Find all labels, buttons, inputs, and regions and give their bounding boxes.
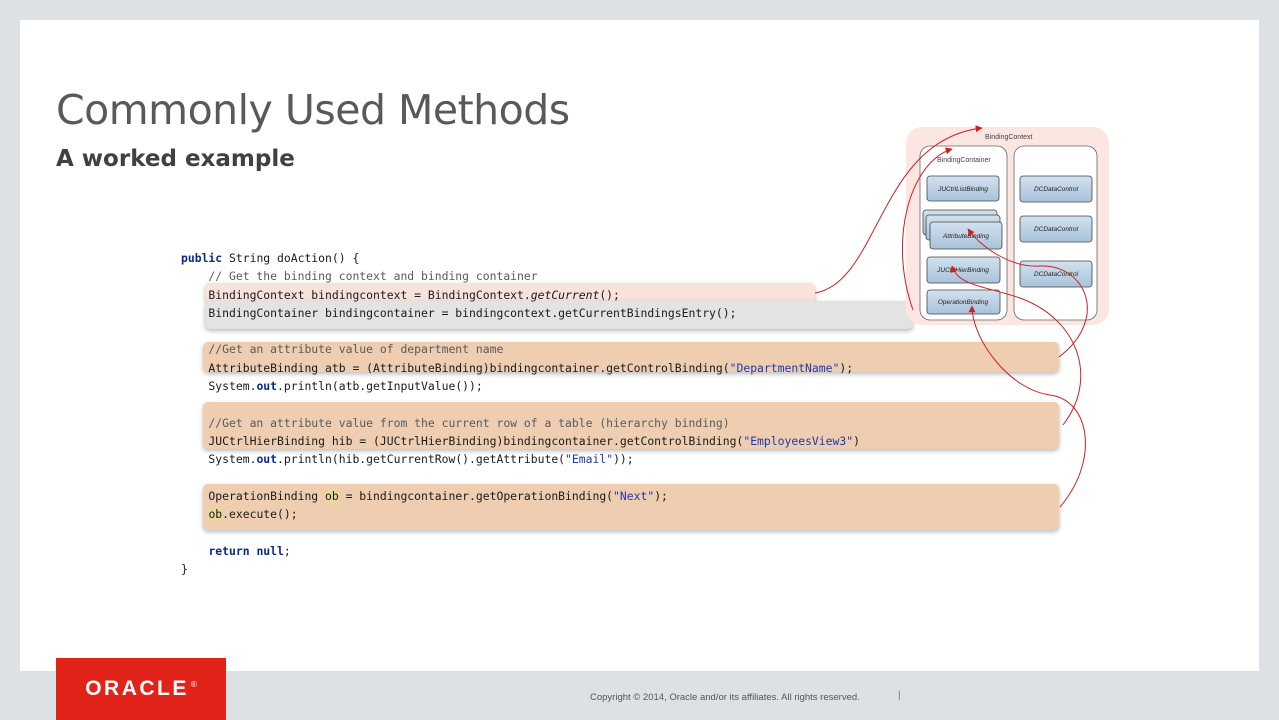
data-control-label-1: DCDataControl xyxy=(1034,186,1079,193)
arrow-to-operation-binding xyxy=(968,305,1086,508)
data-control-box-1 xyxy=(1019,175,1093,203)
highlight-operation-binding-block xyxy=(203,484,1059,530)
code-line-14-var: ob xyxy=(325,488,339,503)
code-line-3a: BindingContext bindingcontext = BindingC… xyxy=(181,287,531,302)
code-line-12a: System. xyxy=(181,452,257,467)
code-listing: public String doAction() { // Get the bi… xyxy=(181,249,860,578)
list-binding-label: JUCtrlListBinding xyxy=(937,186,988,193)
code-line-3b: (); xyxy=(599,287,620,302)
highlight-binding-container-line xyxy=(205,301,913,329)
code-null-keyword: null xyxy=(256,543,284,558)
copyright-text: Copyright © 2014, Oracle and/or its affi… xyxy=(590,692,860,703)
highlight-hier-binding-block xyxy=(203,402,1059,449)
footer-separator: | xyxy=(898,690,901,701)
arrow-to-binding-context xyxy=(814,125,983,294)
code-line-7b: ); xyxy=(839,360,854,375)
code-line-11-string: "EmployeesView3" xyxy=(743,433,854,448)
binding-context-label: BindingContext xyxy=(985,134,1033,141)
list-binding-box xyxy=(926,175,1000,202)
code-return-keyword: return xyxy=(208,543,250,558)
hier-binding-label: JUCtrlHierBinding xyxy=(936,267,989,274)
code-line-12d: )); xyxy=(613,452,634,467)
code-line-14-string: "Next" xyxy=(613,488,655,503)
arrow-to-binding-container xyxy=(902,147,953,311)
data-control-box-3 xyxy=(1019,260,1093,288)
arrow-to-attribute-binding xyxy=(967,228,1088,358)
code-line-17b: ; xyxy=(283,543,291,558)
operation-binding-label: OperationBinding xyxy=(938,299,989,306)
code-line-12-field: out xyxy=(256,452,278,467)
attribute-binding-box xyxy=(929,221,1003,250)
code-line-8-field: out xyxy=(256,379,278,394)
code-line-11b: ) xyxy=(853,433,860,448)
code-line-18: } xyxy=(181,562,188,577)
reference-arrows xyxy=(814,125,1088,508)
code-line-4: BindingContainer bindingcontainer = bind… xyxy=(181,305,737,320)
oracle-logo: ORACLE® xyxy=(56,658,226,720)
code-line-8a: System. xyxy=(181,379,257,394)
slide-title: Commonly Used Methods xyxy=(56,86,570,134)
code-keyword: public xyxy=(181,251,223,265)
code-line-11a: JUCtrlHierBinding hib = (JUCtrlHierBindi… xyxy=(181,433,744,448)
slide-subtitle: A worked example xyxy=(56,146,295,172)
highlight-binding-context-line xyxy=(205,283,815,303)
binding-container-label: BindingContainer xyxy=(937,157,991,164)
code-comment-line-6: //Get an attribute value of department n… xyxy=(181,342,504,357)
operation-binding-box xyxy=(926,289,1001,315)
arrow-to-hier-binding xyxy=(950,265,1082,426)
code-line-15b: .execute(); xyxy=(222,507,298,522)
code-line-12-string: "Email" xyxy=(565,452,614,467)
data-control-label-2: DCDataControl xyxy=(1034,226,1079,233)
data-control-box-2 xyxy=(1019,215,1093,243)
code-comment-line-2: // Get the binding context and binding c… xyxy=(181,269,538,284)
oracle-logo-text: ORACLE xyxy=(85,677,189,700)
code-line-14b: = bindingcontainer.getOperationBinding( xyxy=(338,488,614,503)
oracle-logo-mark: ® xyxy=(190,679,197,689)
code-comment-line-10: //Get an attribute value from the curren… xyxy=(181,415,730,430)
code-line-15-var: ob xyxy=(208,507,223,522)
code-line-3-method: getCurrent xyxy=(530,287,600,302)
code-line-7a: AttributeBinding atb = (AttributeBinding… xyxy=(181,360,730,375)
code-line-14a: OperationBinding xyxy=(181,488,326,503)
code-line-1: String doAction() { xyxy=(222,251,360,265)
highlight-attribute-binding-block xyxy=(203,342,1059,372)
data-control-label-3: DCDataControl xyxy=(1034,271,1079,278)
code-line-12c: .println(hib.getCurrentRow().getAttribut… xyxy=(277,452,566,467)
code-line-14c: ); xyxy=(654,488,668,503)
code-line-7-string: "DepartmentName" xyxy=(729,360,840,375)
code-line-8c: .println(atb.getInputValue()); xyxy=(277,379,483,394)
attribute-binding-label: AttributeBinding xyxy=(942,233,989,240)
hier-binding-box xyxy=(926,256,1001,284)
